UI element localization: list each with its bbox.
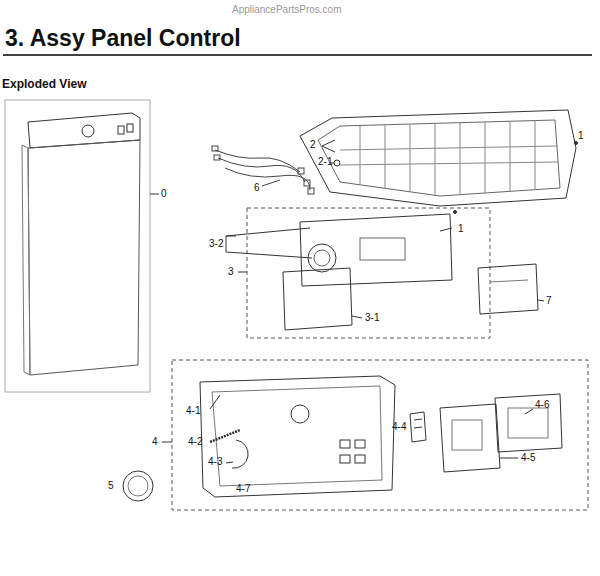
callout-number: 4-1	[186, 406, 200, 416]
callout-number: 1	[458, 224, 464, 234]
callout-number: 4-5	[521, 453, 535, 463]
callout-number: 4	[152, 437, 158, 447]
callout-number: 4-7	[236, 484, 250, 494]
callout-number: 4-2	[188, 437, 202, 447]
callout-number: 2-1	[318, 157, 332, 167]
callout-number: 0	[161, 189, 167, 199]
callout-number: 1	[578, 131, 584, 141]
callout-number: 4-4	[392, 422, 406, 432]
callout-number: 4-3	[208, 457, 222, 467]
callout-number: 3-1	[365, 313, 379, 323]
callout-number: 3	[228, 267, 234, 277]
page-title: 3. Assy Panel Control	[5, 27, 241, 50]
view-heading: Exploded View	[2, 78, 86, 90]
watermark: AppliancePartsPros.com	[232, 5, 342, 15]
callout-number: 3-2	[209, 239, 223, 249]
callout-number: 4-6	[535, 400, 549, 410]
callout-number: 7	[546, 296, 552, 306]
callout-number: 6	[254, 183, 260, 193]
callout-number: 2	[310, 140, 316, 150]
callout-number: 5	[108, 481, 114, 491]
